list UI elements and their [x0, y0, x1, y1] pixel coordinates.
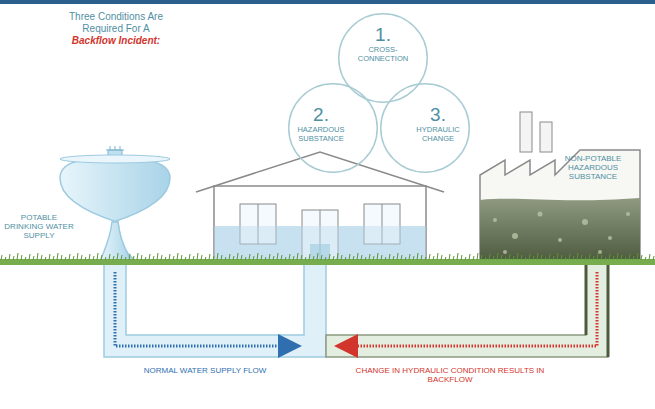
condition-number: 3.	[413, 105, 463, 125]
condition-name: CROSS-CONNECTION	[352, 45, 414, 63]
title: Three Conditions Are Required For A	[62, 11, 170, 34]
factory-label: NON-POTABLE HAZARDOUS SUBSTANCE	[548, 154, 638, 182]
condition-name: HYDRAULIC CHANGE	[413, 125, 463, 143]
pipe	[104, 262, 608, 357]
tower-label: POTABLE DRINKING WATER SUPPLY	[2, 213, 76, 241]
intersection	[338, 13, 428, 103]
top-bar	[0, 0, 655, 4]
condition-circle: 1.CROSS-CONNECTION	[338, 13, 428, 103]
water-tower	[60, 146, 170, 262]
condition-number: 2.	[296, 105, 346, 125]
condition-number: 1.	[352, 25, 414, 45]
condition-circle: 2.HAZARDOUS SUBSTANCE	[288, 83, 378, 173]
circle-text: 2.HAZARDOUS SUBSTANCE	[296, 105, 346, 143]
circle-text: 3.HYDRAULIC CHANGE	[413, 105, 463, 143]
factory	[480, 112, 640, 262]
backflow-label: CHANGE IN HYDRAULIC CONDITION RESULTS IN…	[340, 366, 560, 384]
flow-label: NORMAL WATER SUPPLY FLOW	[140, 366, 270, 375]
circle-text: 1.CROSS-CONNECTION	[352, 25, 414, 63]
condition-circle: 3.HYDRAULIC CHANGE	[380, 83, 470, 173]
condition-name: HAZARDOUS SUBSTANCE	[296, 125, 346, 143]
grass	[0, 253, 655, 265]
title-emphasis: Backflow Incident:	[62, 35, 170, 47]
